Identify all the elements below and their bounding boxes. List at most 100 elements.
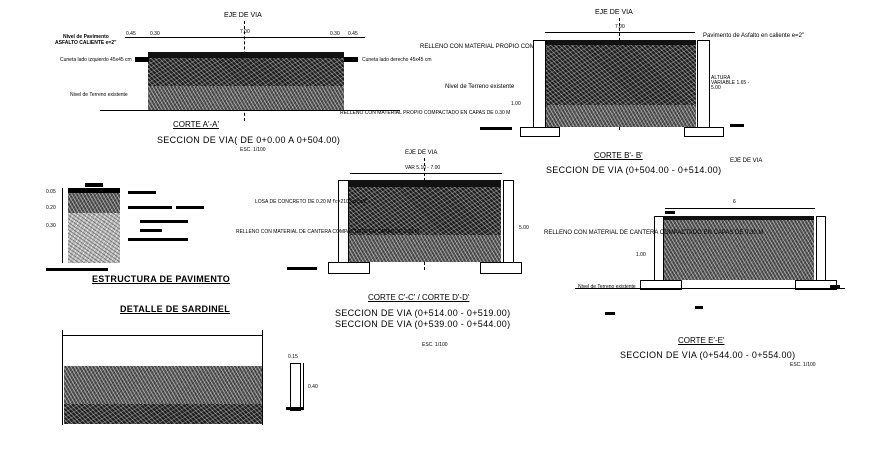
label-asphalt: Pavimento de Asfalto en caliente e=2" [703, 33, 805, 39]
footing-left [520, 127, 560, 137]
dim-center: 7.00 [240, 29, 250, 35]
wall-right [503, 180, 514, 264]
dim-top: 0.15 [288, 354, 298, 360]
gutter-left [135, 57, 149, 62]
label-gutter-left: Cuneta lado izquierdo 45x45 cm [60, 57, 132, 63]
label-asphalt: ASFALTO CALIENTE e=2" [55, 40, 117, 46]
curb-dim-vertical [303, 363, 304, 409]
marker [605, 312, 615, 315]
dim-2: 0.20 [46, 205, 56, 211]
curb-title: DETALLE DE SARDINEL [120, 304, 231, 314]
scale-label: ESC. 1/100 [240, 147, 266, 153]
axis-label: EJE DE VIA [595, 9, 633, 16]
corte-label: CORTE B'- B' [594, 151, 643, 160]
note-bar [140, 220, 188, 223]
scale-label: ESC. 1/100 [790, 362, 816, 368]
label-height: ALTURA VARIABLE 1.65 - 5.00 [711, 75, 750, 91]
footing-right [684, 127, 724, 137]
axis-label: EJE DE VIA [405, 150, 438, 156]
dim-line-top [125, 37, 365, 38]
dim-line-top [665, 208, 815, 209]
curb-fill-top [64, 366, 262, 404]
dim-side: 1.00 [636, 252, 646, 258]
asphalt-layer [664, 216, 814, 220]
axis-label-2: EJE DE VIA [730, 158, 763, 164]
fill-medium [349, 235, 501, 262]
dim-1: 0.05 [46, 189, 56, 195]
label-fill: RELLENO CON MATERIAL DE CANTERA COMPACTA… [236, 229, 419, 235]
structure-base [68, 193, 120, 213]
dim-center: 6 [733, 199, 736, 205]
corte-label: CORTE E'-E' [678, 336, 725, 345]
asphalt-layer [148, 52, 344, 58]
label-fill: RELLENO CON MATERIAL PROPIO COMPACTADO E… [340, 110, 511, 116]
footing-left [328, 262, 370, 274]
footing-right [480, 262, 522, 274]
curb-base [286, 407, 304, 410]
label-gutter-right: Cuneta lado derecho 45x45 cm [362, 57, 432, 63]
dim-line-top [545, 32, 695, 33]
structure-dim-line [62, 188, 63, 263]
structure-cap [85, 183, 103, 187]
slab-layer [349, 180, 501, 187]
section-title: SECCION DE VIA (0+544.00 - 0+554.00) [620, 350, 796, 360]
marker [665, 211, 675, 214]
dim-side: 0.40 [308, 384, 318, 390]
dim-right: 0.30 [330, 31, 340, 37]
dim-center: VAR 5.10 - 7.00 [405, 165, 441, 171]
label-terrain: Nivel de Terreno existente [578, 284, 636, 290]
label-terrain: Nivel de Terreno existente [70, 92, 128, 98]
fill-dense [349, 187, 501, 235]
axis-label: EJE DE VIA [224, 12, 262, 19]
footing-left [640, 280, 682, 290]
marker [830, 285, 840, 288]
section-title: SECCION DE VIA (0+504.00 - 0+514.00) [546, 165, 722, 175]
ground-marker-left [480, 127, 512, 130]
label-slab: LOSA DE CONCRETO DE 0.20 M f'c=210 kg/cm… [255, 199, 367, 205]
note-bar [128, 206, 172, 209]
section-title: SECCION DE VIA( DE 0+0.00 A 0+504.00) [157, 135, 341, 145]
note-bar [140, 229, 162, 232]
curb-profile [290, 363, 301, 411]
ground-marker-right [730, 124, 744, 127]
label-fill: RELLENO CON MATERIAL DE CANTERA COMPACTA… [544, 230, 764, 236]
gutter-right [344, 57, 358, 62]
scale-label: ESC. 1/100 [422, 342, 448, 348]
section-title-1: SECCION DE VIA (0+514.00 - 0+519.00) [335, 308, 511, 318]
corte-label: CORTE A'-A' [173, 120, 220, 129]
dim-3: 0.30 [46, 223, 56, 229]
fill-medium [546, 105, 696, 127]
wall-left [338, 180, 349, 264]
dim-left-2: 0.30 [150, 31, 160, 37]
wall-right [697, 40, 710, 129]
dim-right-2: 0.45 [348, 31, 358, 37]
ground-marker-left [287, 267, 317, 270]
fill-dense [546, 45, 696, 105]
corte-label: CORTE C'-C' / CORTE D'-D' [368, 293, 470, 302]
wall-right [816, 216, 826, 282]
wall-left [654, 216, 664, 282]
structure-asphalt [68, 188, 120, 193]
wall-left [533, 40, 546, 129]
curb-fill-bottom [64, 404, 262, 424]
dim-center: 7.00 [615, 24, 625, 30]
dim-side: 5.00 [519, 225, 529, 231]
note-bar [128, 191, 156, 194]
asphalt-layer [546, 40, 696, 45]
curb-edge-left [62, 330, 63, 425]
label-terrain: Nivel de Terreno existente [445, 84, 515, 90]
fill-layer [664, 220, 814, 280]
ground-line [575, 288, 845, 289]
base-layer [148, 58, 344, 86]
note-bar [176, 206, 204, 209]
label-pavement: Nivel de Pavimento [63, 34, 109, 40]
dim-side: 1.00 [511, 101, 521, 107]
dim-line-top [350, 173, 502, 174]
section-title-2: SECCION DE VIA (0+539.00 - 0+544.00) [335, 319, 511, 329]
structure-title: ESTRUCTURA DE PAVIMENTO [92, 274, 231, 284]
note-bar [46, 268, 108, 271]
curb-edge-right [262, 330, 263, 425]
dim-left: 0.45 [126, 31, 136, 37]
fill-layer [148, 86, 344, 110]
structure-subbase [68, 213, 120, 263]
